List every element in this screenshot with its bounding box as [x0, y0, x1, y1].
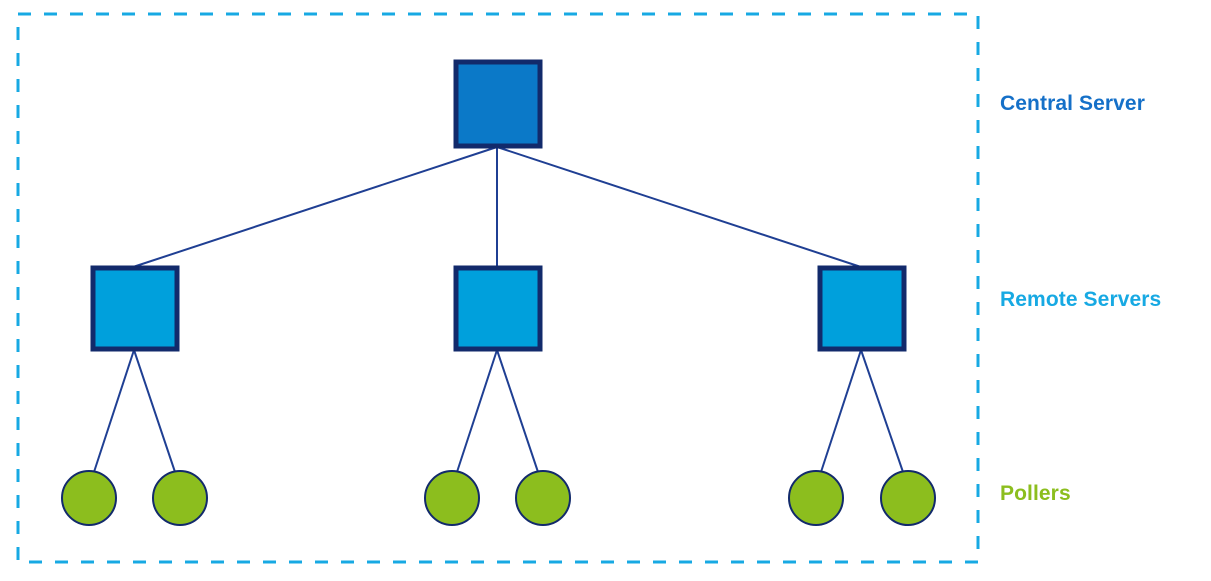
node-poller-4[interactable]: [515, 470, 571, 526]
connector-central-to-remote-3: [496, 146, 862, 268]
connector-remote-2-to-poller-4: [496, 349, 539, 473]
connector-remote-2-to-poller-3: [456, 349, 498, 473]
connector-remote-3-to-poller-6: [860, 349, 904, 473]
tier-label-central-server: Central Server: [1000, 92, 1145, 115]
connector-layer: [93, 146, 904, 473]
tier-label-remote-servers: Remote Servers: [1000, 288, 1162, 311]
node-layer: [61, 59, 936, 526]
node-poller-2[interactable]: [152, 470, 208, 526]
node-poller-6[interactable]: [880, 470, 936, 526]
connector-central-to-remote-1: [132, 146, 498, 268]
node-remote-server-1[interactable]: [90, 265, 180, 352]
node-central-server[interactable]: [453, 59, 543, 149]
node-remote-server-2[interactable]: [453, 265, 543, 352]
connector-remote-1-to-poller-1: [93, 349, 135, 473]
connector-remote-3-to-poller-5: [820, 349, 862, 473]
node-poller-3[interactable]: [424, 470, 480, 526]
node-poller-1[interactable]: [61, 470, 117, 526]
node-remote-server-3[interactable]: [817, 265, 907, 352]
tier-label-pollers: Pollers: [1000, 482, 1071, 505]
connector-remote-1-to-poller-2: [133, 349, 176, 473]
node-poller-5[interactable]: [788, 470, 844, 526]
deployment-boundary: [16, 12, 980, 564]
